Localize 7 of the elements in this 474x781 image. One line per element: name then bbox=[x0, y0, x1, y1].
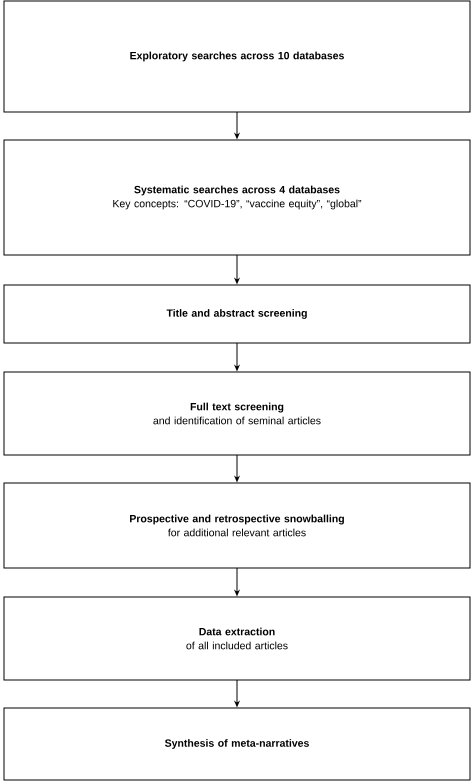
process-box: Full text screening and identification of seminal articles bbox=[4, 372, 470, 456]
process-box: Title and abstract screening bbox=[4, 284, 470, 344]
process-box: Exploratory searches across 10 databases bbox=[4, 0, 470, 112]
process-box: Data extraction of all included articles bbox=[4, 596, 470, 680]
process-box: Synthesis of meta-narratives bbox=[4, 708, 470, 780]
process-box: Systematic searches across 4 databases Key concepts: “COVID-19”, “vaccine equity”, “global” bbox=[4, 140, 470, 256]
process-box: Prospective and retrospective snowballing for additional relevant articles bbox=[4, 482, 470, 568]
